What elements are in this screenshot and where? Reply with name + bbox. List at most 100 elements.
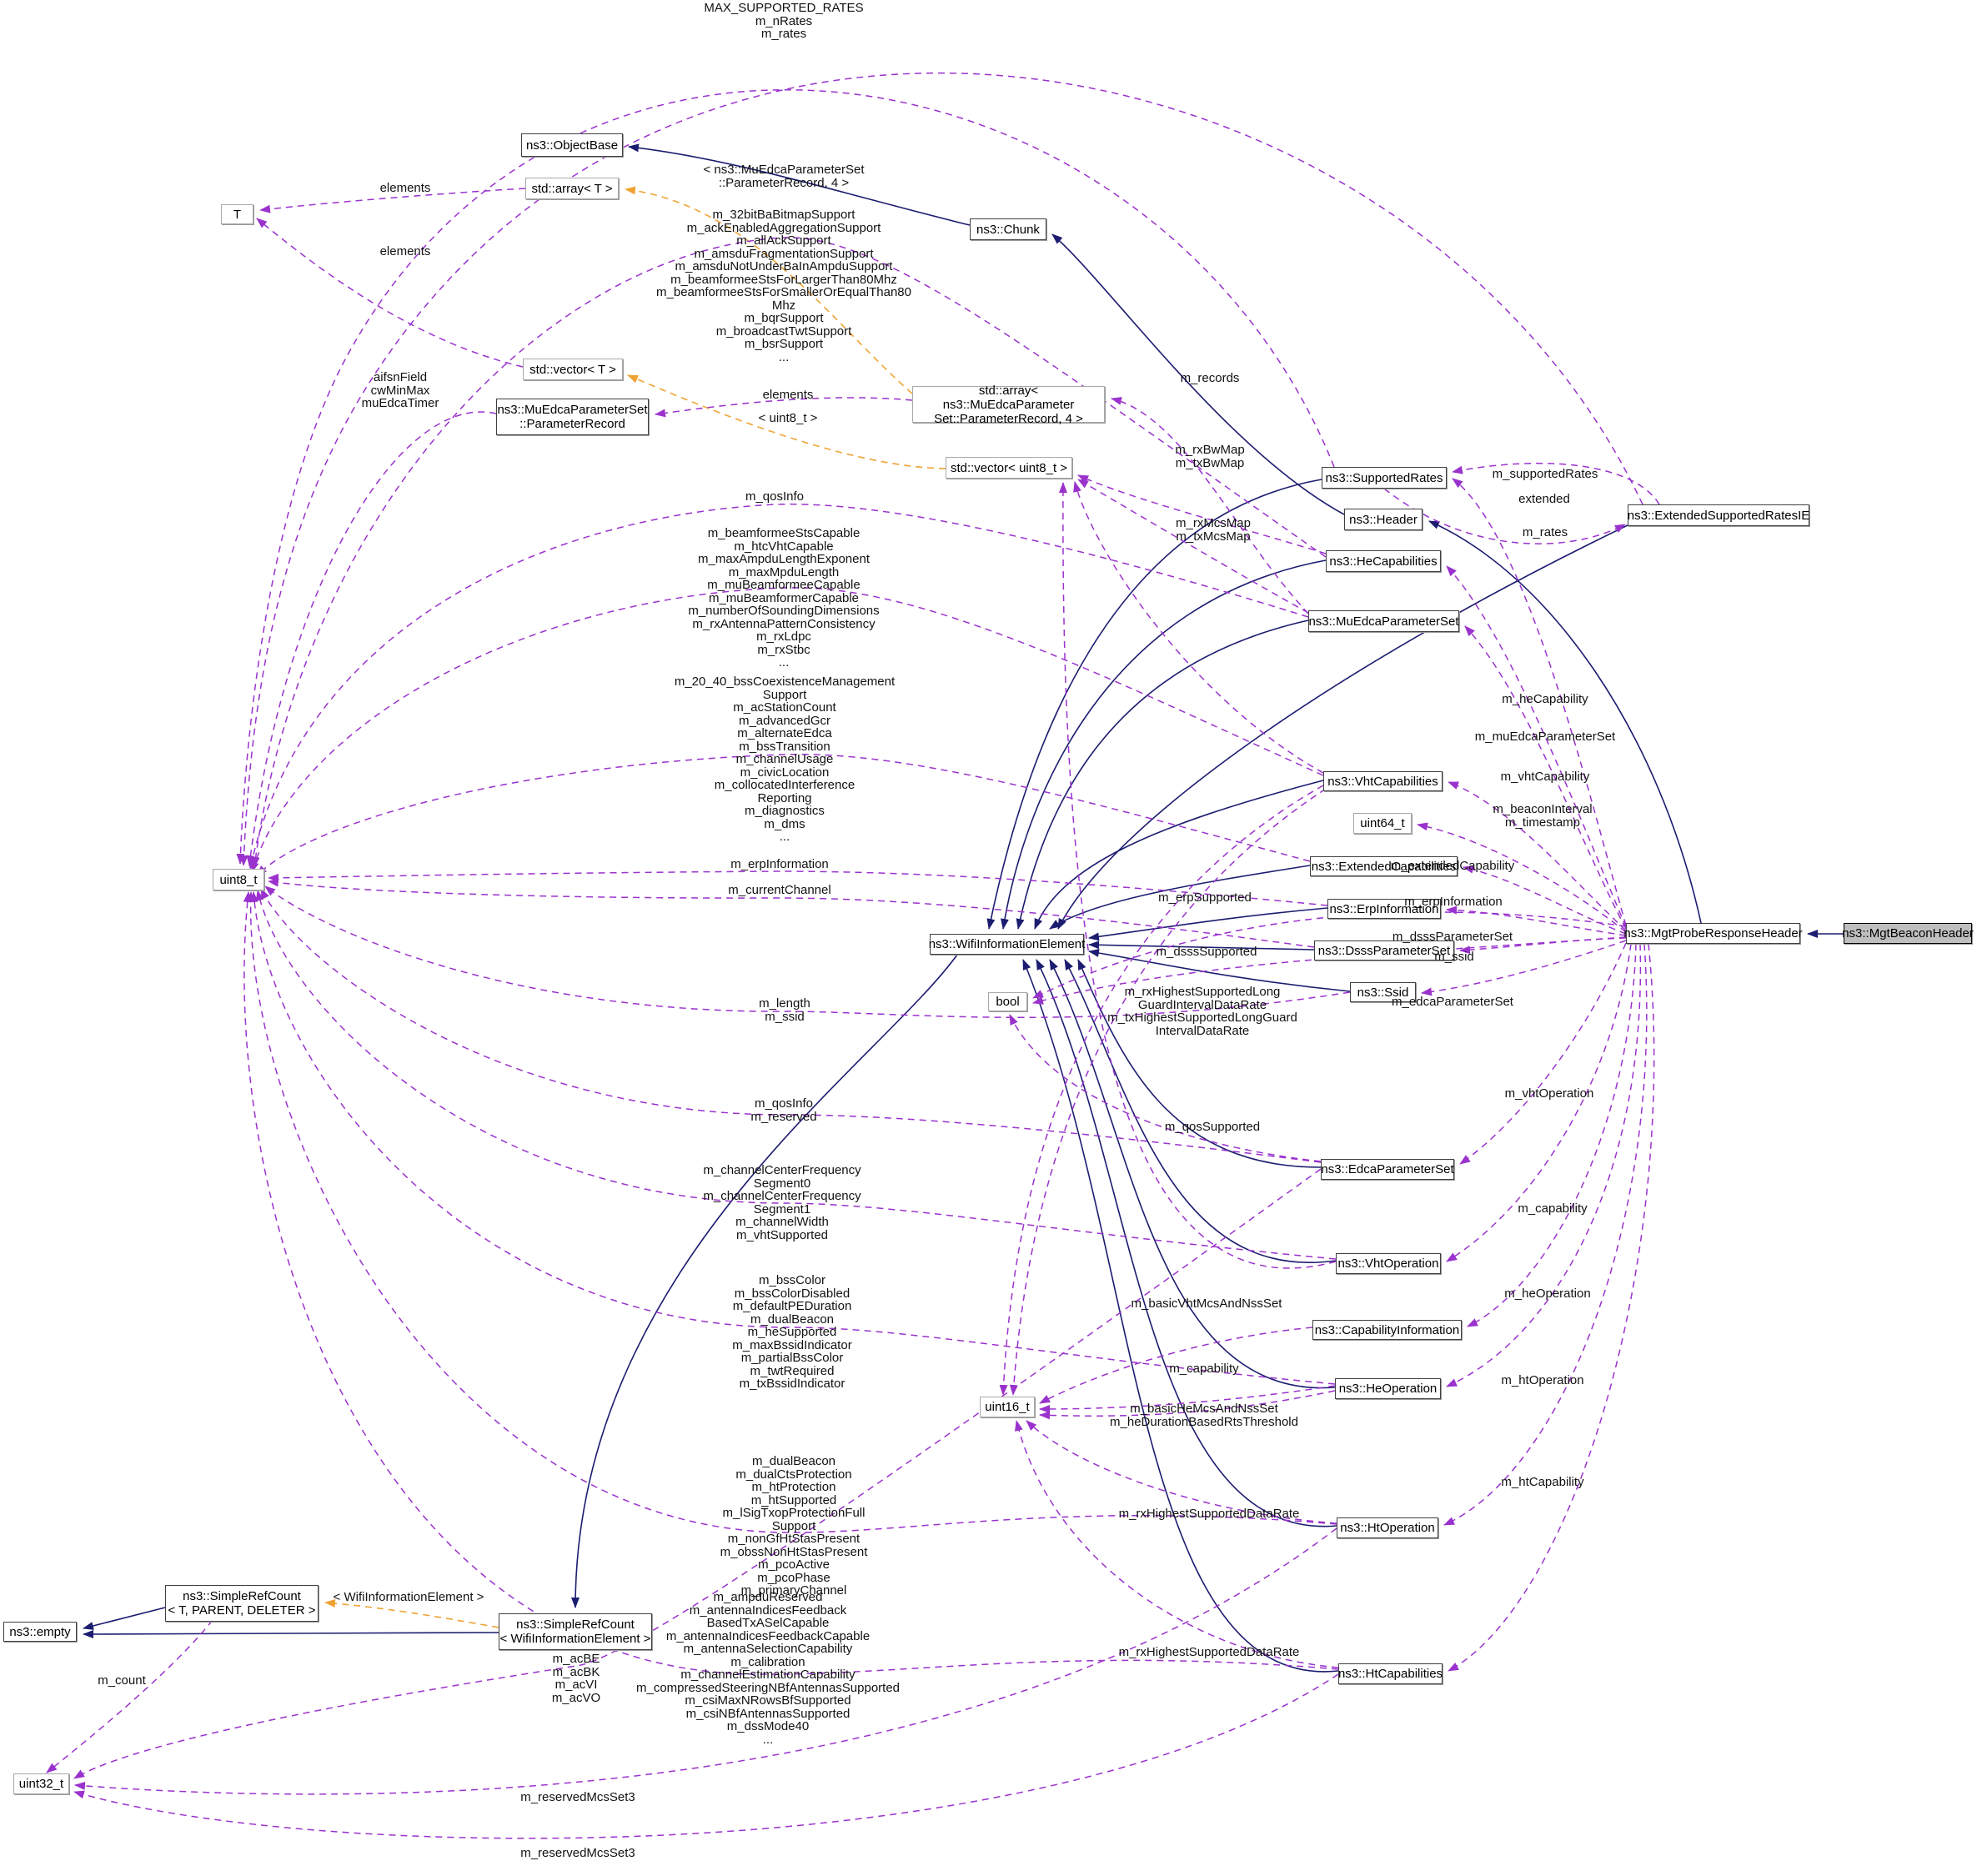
node-ssid[interactable]: ns3::Ssid [1350, 982, 1416, 1002]
edge-usage [999, 785, 1324, 1396]
node-objectbase[interactable]: ns3::ObjectBase [521, 133, 623, 157]
edge-usage [246, 411, 497, 866]
node-src_wie[interactable]: ns3::SimpleRefCount < WifiInformationEle… [499, 1613, 652, 1650]
edge-inherit [83, 1607, 166, 1630]
edge-inherit [1088, 941, 1315, 951]
edge-inherit [1051, 233, 1345, 515]
node-he_op[interactable]: ns3::HeOperation [1335, 1378, 1441, 1399]
edge-usage [1446, 943, 1642, 1387]
node-vht_op[interactable]: ns3::VhtOperation [1336, 1253, 1441, 1274]
node-array_t[interactable]: std::array< T > [525, 178, 619, 199]
node-empty[interactable]: ns3::empty [3, 1622, 77, 1642]
edge-inherit [1088, 907, 1328, 941]
edge-usage [1026, 1420, 1337, 1524]
edge-usage [268, 870, 1328, 906]
edge-usage [1015, 1420, 1339, 1668]
node-he_caps[interactable]: ns3::HeCapabilities [1326, 550, 1441, 572]
edge-usage [1464, 625, 1627, 930]
edge-usage [1009, 788, 1327, 1396]
edge-inherit [1049, 865, 1311, 930]
edge-inherit [1064, 959, 1337, 1263]
edge-usage [1467, 943, 1637, 1327]
node-header[interactable]: ns3::Header [1344, 509, 1423, 530]
edge-inherit [1049, 959, 1336, 1389]
edge-inherit [628, 143, 971, 226]
edge-usage [260, 888, 1322, 1163]
edge-usage [236, 89, 1335, 865]
edge-inherit [1001, 559, 1327, 930]
edge-inherit [1428, 520, 1702, 924]
node-cap_info[interactable]: ns3::CapabilityInformation [1312, 1320, 1462, 1340]
edge-template [625, 186, 913, 394]
edge-inherit [1034, 780, 1324, 930]
edge-usage [268, 878, 1315, 948]
node-uint16[interactable]: uint16_t [980, 1397, 1035, 1417]
node-vector_u8[interactable]: std::vector< uint8_t > [946, 457, 1072, 479]
edge-usage [248, 503, 1309, 870]
edge-usage [1077, 474, 1327, 554]
edge-usage [256, 753, 1311, 876]
edge-usage [1417, 822, 1627, 933]
edge-usage [1463, 865, 1627, 935]
node-dsss[interactable]: ns3::DsssParameterSet [1314, 941, 1454, 961]
node-bool[interactable]: bool [988, 992, 1027, 1011]
edge-usage [250, 587, 1324, 873]
edge-usage [1452, 462, 1660, 505]
node-ht_op[interactable]: ns3::HtOperation [1337, 1517, 1438, 1538]
node-mgt_probe[interactable]: ns3::MgtProbeResponseHeader [1623, 923, 1803, 944]
node-erp_info[interactable]: ns3::ErpInformation [1327, 899, 1441, 919]
edge-usage [1448, 943, 1655, 1672]
edge-usage [1452, 478, 1627, 926]
edge-inherit [83, 1629, 499, 1638]
edge-template [627, 374, 946, 469]
edge-template [324, 1599, 499, 1628]
edge-usage [1448, 781, 1627, 931]
edge-usage [259, 188, 526, 213]
node-src_tpd[interactable]: ns3::SimpleRefCount < T, PARENT, DELETER… [165, 1585, 319, 1622]
node-uint8[interactable]: uint8_t [213, 869, 264, 890]
node-vht_caps[interactable]: ns3::VhtCapabilities [1323, 771, 1443, 791]
edge-usage [251, 237, 1327, 868]
edge-usage [74, 1527, 1337, 1795]
edge-usage [256, 218, 524, 368]
node-vector_t[interactable]: std::vector< T > [523, 359, 623, 380]
edge-inherit [986, 479, 1322, 930]
node-ext_caps[interactable]: ns3::ExtendedCapabilities [1310, 856, 1458, 876]
edge-usage [1111, 397, 1309, 614]
node-edca[interactable]: ns3::EdcaParameterSet [1321, 1159, 1454, 1180]
edge-usage [1032, 936, 1627, 1005]
node-ext_rates_ie[interactable]: ns3::ExtendedSupportedRatesIE [1628, 504, 1809, 526]
edge-inherit [1077, 959, 1322, 1168]
node-uint64[interactable]: uint64_t [1353, 813, 1412, 834]
node-param_record[interactable]: ns3::MuEdcaParameterSet ::ParameterRecor… [496, 399, 649, 435]
edge-usage [46, 1619, 213, 1773]
edge-usage [255, 890, 1337, 1260]
edge-usage [1421, 940, 1627, 996]
node-mu_edca[interactable]: ns3::MuEdcaParameterSet [1308, 610, 1459, 632]
node-ht_caps[interactable]: ns3::HtCapabilities [1338, 1663, 1443, 1684]
edge-usage [1058, 482, 1337, 1269]
edge-inherit [571, 954, 958, 1608]
edge-usage [1459, 942, 1627, 1165]
node-array_rec4[interactable]: std::array< ns3::MuEdcaParameter Set::Pa… [912, 384, 1105, 426]
edge-usage [1443, 943, 1648, 1526]
node-uint32[interactable]: uint32_t [13, 1773, 69, 1794]
node-supported_rates[interactable]: ns3::SupportedRates [1322, 467, 1447, 489]
edge-usage [243, 891, 1339, 1675]
edge-usage [1039, 1385, 1336, 1413]
edge-usage [1073, 481, 1324, 774]
edge-usage [1077, 479, 1309, 614]
node-wifi_ie[interactable]: ns3::WifiInformationElement [929, 934, 1085, 955]
node-mgt_beacon: ns3::MgtBeaconHeader [1842, 923, 1974, 944]
node-chunk[interactable]: ns3::Chunk [970, 218, 1046, 240]
edge-usage [264, 885, 1351, 1019]
edge-usage [1459, 937, 1627, 955]
edge-usage [73, 1673, 1339, 1839]
edge-usage [1039, 1390, 1336, 1420]
edge-inherit [1088, 949, 1351, 992]
edge-inherit [1036, 959, 1337, 1527]
edge-usage [1009, 1014, 1322, 1162]
node-t[interactable]: T [221, 204, 253, 224]
